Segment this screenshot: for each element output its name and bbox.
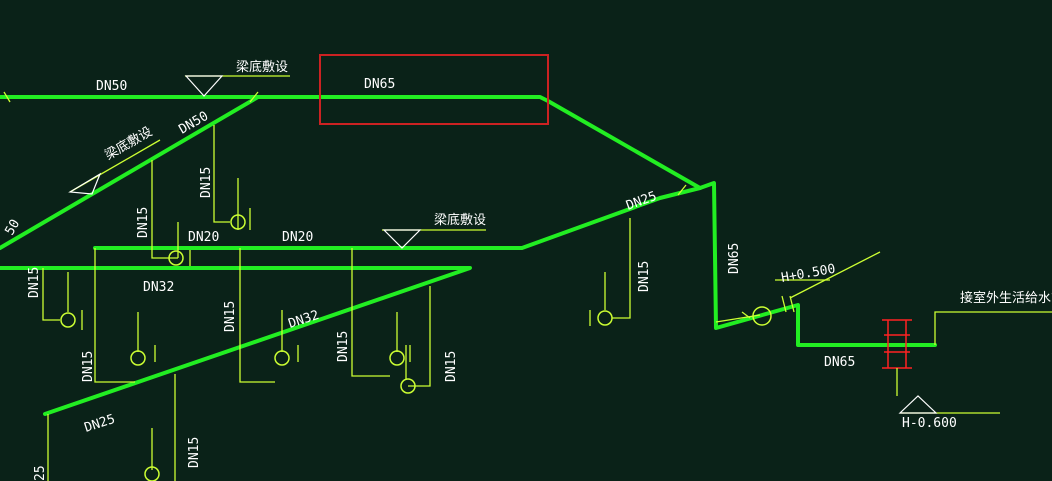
fitting-mark [677,184,687,196]
faucet-icon [389,350,405,366]
label-dn32-left: DN32 [143,280,174,295]
label-dn32-mid: DN32 [287,308,321,332]
fitting-mark [781,295,787,313]
label-dn15-f: DN15 [336,331,351,362]
faucet-icon [144,466,160,481]
pipe-fittings [3,91,795,319]
water-meter-icon [752,306,772,326]
leader-elev-plus [789,251,881,299]
label-dn15-h: DN15 [187,437,202,468]
label-dn50-top: DN50 [96,79,127,94]
label-dn15-e: DN15 [81,351,96,382]
label-partial-25: 25 [33,465,48,481]
triangle-beam-mid [382,229,422,249]
label-dn15-c: DN15 [27,267,42,298]
label-partial-50: 50 [2,217,23,238]
branch-dn15-top-left [151,160,178,259]
label-dn25-right: DN25 [624,189,659,214]
branch-mid-2 [351,248,390,377]
highlight-box[interactable] [319,54,549,125]
label-dn15-right: DN15 [637,261,652,292]
branch-pipes [42,75,1052,481]
fitting-mark [741,311,751,319]
faucet-icon [168,250,184,266]
faucet-icon [597,310,613,326]
valve-symbols [60,214,772,481]
label-elev-minus: H-0.600 [902,416,957,431]
label-elev-plus: H+0.500 [780,262,837,286]
label-dn65-bottom: DN65 [824,355,855,370]
branch-right-dn15 [612,218,631,319]
main-pipe-dn20 [93,186,702,250]
faucet-icon [274,350,290,366]
label-dn15-b: DN15 [136,207,151,238]
main-pipe-diagonal-upper [0,95,260,250]
triangle-elev-minus [898,395,938,414]
faucet-icon [400,378,416,394]
triangle-beam-diag [68,172,102,195]
faucet-icon [230,214,246,230]
triangle-beam-top [184,75,224,97]
branch-dn15-top [213,125,230,223]
main-pipe-top [0,95,937,347]
main-pipes [0,95,937,416]
label-dn15-d: DN15 [223,301,238,332]
label-dn65-top: DN65 [364,77,395,92]
branch-left-1 [42,268,60,321]
label-dn20-a: DN20 [188,230,219,245]
label-dn15-g: DN15 [444,351,459,382]
fitting-mark [789,295,795,313]
label-beam-mid: 梁底敷设 [434,212,486,228]
branch-left-2 [94,248,135,383]
faucet-icon [130,350,146,366]
branch-mid-1 [239,248,275,383]
label-outdoor-supply: 接室外生活给水管 [960,290,1052,306]
label-dn15-a: DN15 [199,167,214,198]
leader-outdoor [934,311,1052,345]
faucet-icon [60,312,76,328]
fitting-mark [3,91,11,103]
label-dn20-b: DN20 [282,230,313,245]
label-dn65-vertical: DN65 [727,243,742,274]
branch-mid-3 [408,286,431,387]
main-pipe-dn32 [0,266,472,416]
fitting-mark [249,91,259,103]
label-dn25-bottom: DN25 [83,412,117,436]
flange-symbol [882,319,912,369]
label-beam-top: 梁底敷设 [236,59,288,75]
elevation-triangles [68,75,938,414]
